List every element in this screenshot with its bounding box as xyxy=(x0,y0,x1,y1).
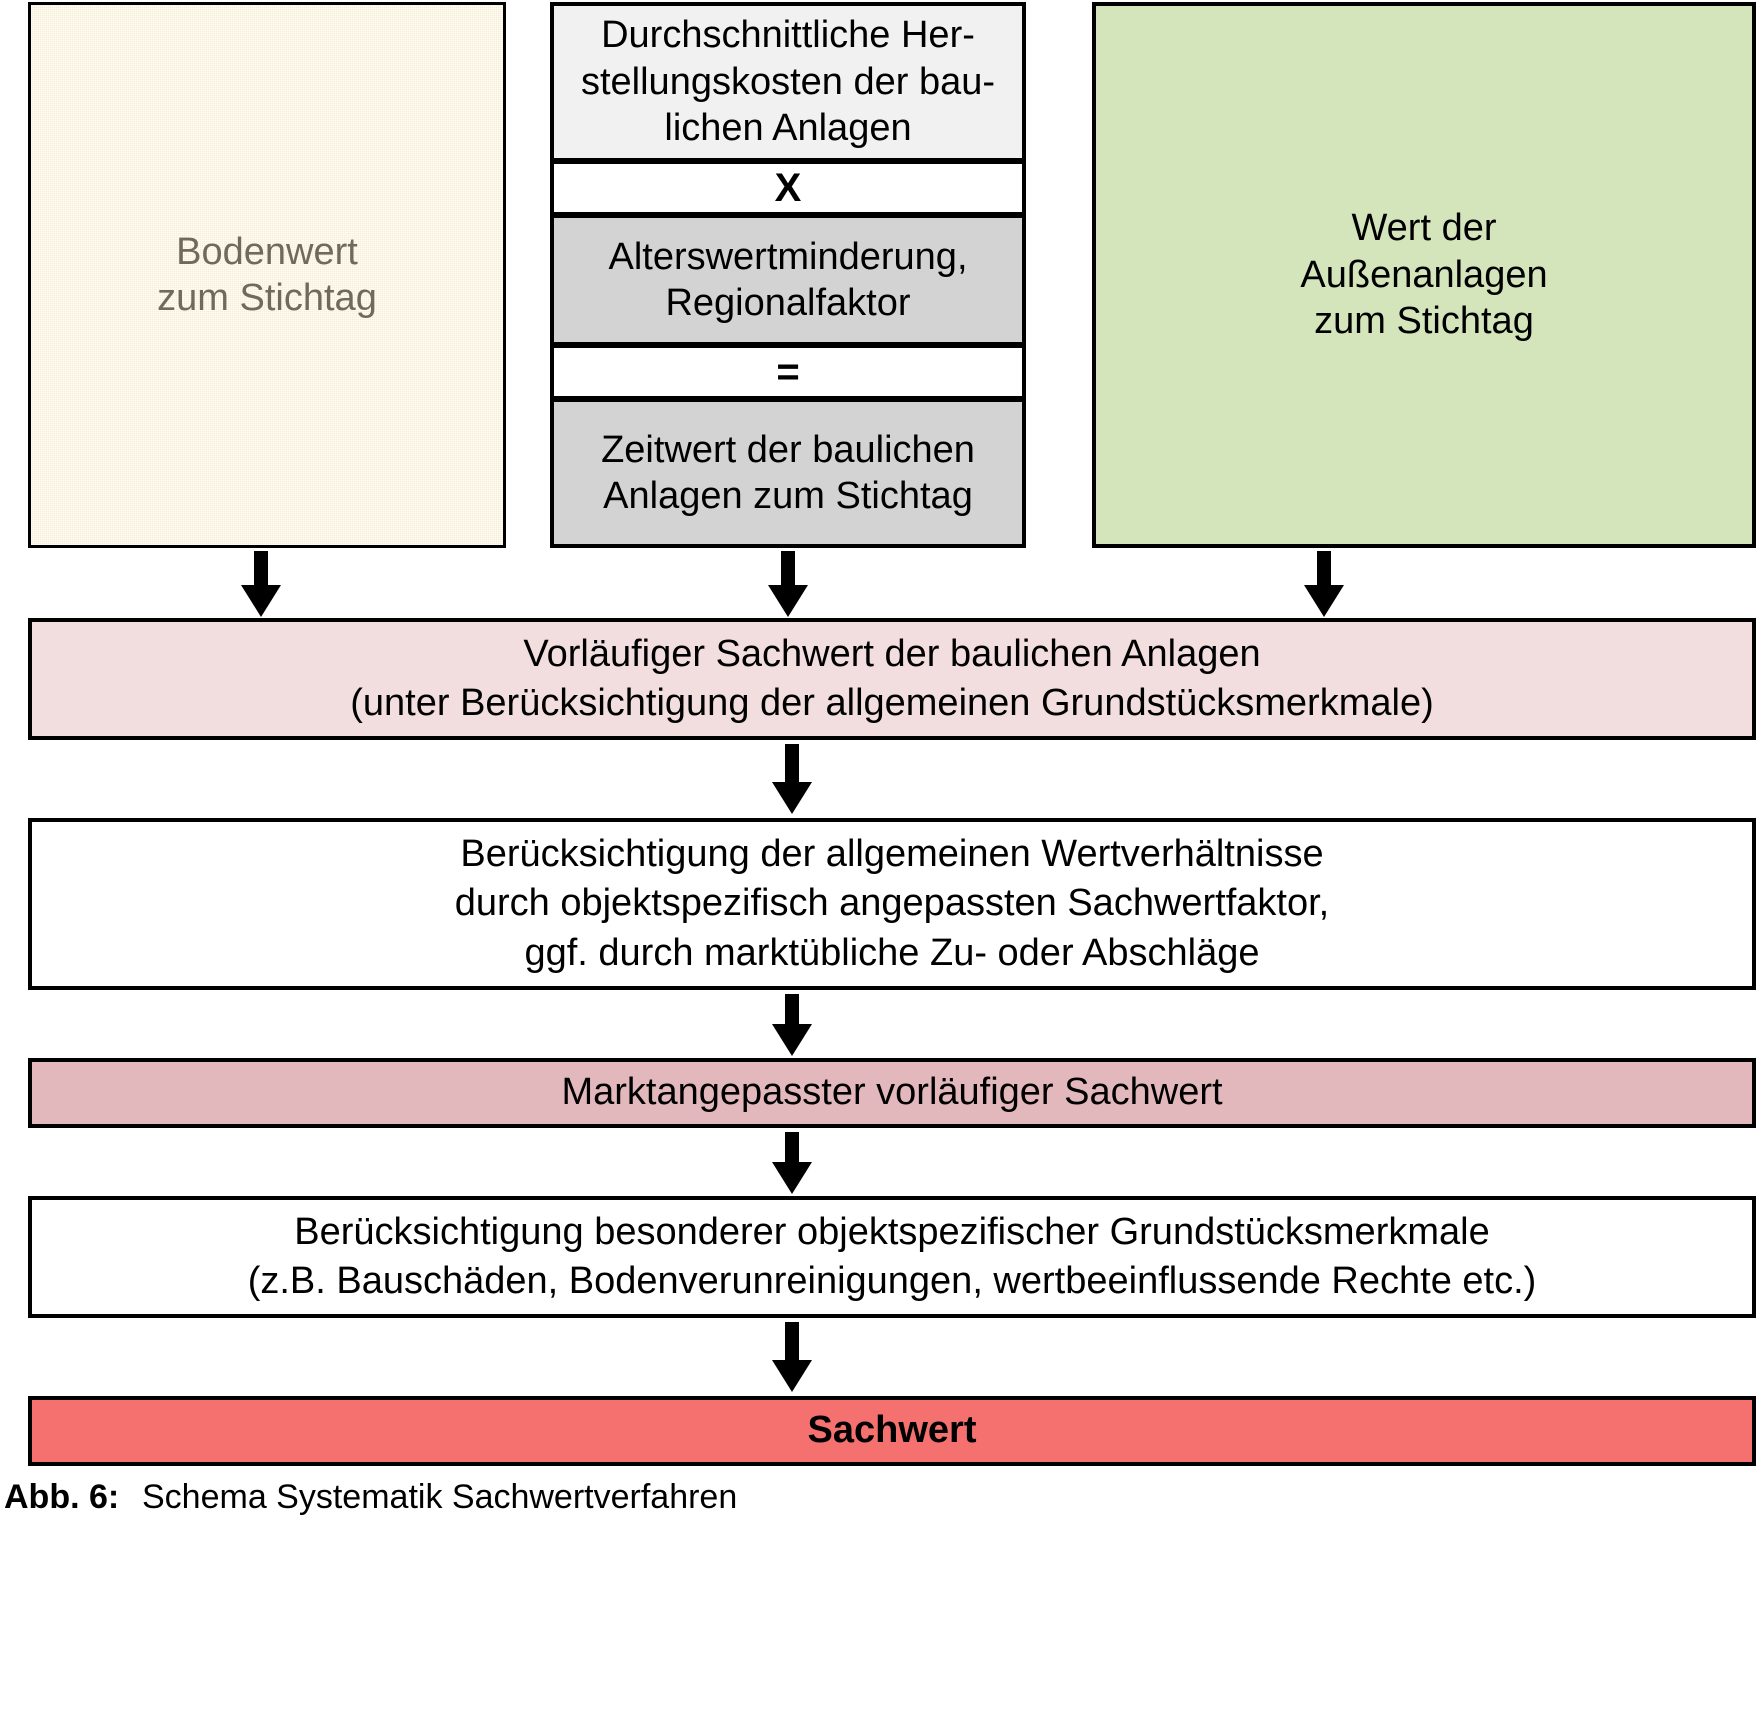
arrow-wertverhaeltnisse-to-marktangepasster xyxy=(772,994,812,1056)
arrow-zeitwert-to-vorlaeufiger-sachwert xyxy=(768,551,808,617)
box-sachwert: Sachwert xyxy=(28,1396,1756,1466)
arrow-marktangepasster-to-besondere-merkmale xyxy=(772,1132,812,1194)
box-wert-der-aussenanlagen: Wert der Außenanlagen zum Stichtag xyxy=(1092,2,1756,548)
operator-equals: = xyxy=(550,344,1026,400)
arrow-aussenanlagen-to-vorlaeufiger-sachwert xyxy=(1304,551,1344,617)
box-bodenwert-zum-stichtag: Bodenwert zum Stichtag xyxy=(28,2,506,548)
box-vorlaeufiger-sachwert: Vorläufiger Sachwert der baulichen Anlag… xyxy=(28,618,1756,740)
box-zeitwert-der-baulichen-anlagen: Zeitwert der baulichen Anlagen zum Stich… xyxy=(550,398,1026,548)
box-beruecksichtigung-besonderer-merkmale: Berücksichtigung besonderer objektspezif… xyxy=(28,1196,1756,1318)
arrow-vorlaeufiger-to-wertverhaeltnisse xyxy=(772,744,812,814)
box-beruecksichtigung-wertverhaeltnisse: Berücksichtigung der allgemeinen Wertver… xyxy=(28,818,1756,990)
figure-caption-label: Abb. 6: xyxy=(4,1478,120,1516)
box-alterswertminderung-regionalfaktor: Alterswertminderung, Regionalfaktor xyxy=(550,214,1026,346)
operator-multiply: X xyxy=(550,160,1026,216)
box-marktangepasster-vorlaeufiger-sachwert: Marktangepasster vorläufiger Sachwert xyxy=(28,1058,1756,1128)
figure-caption: Abb. 6: Schema Systematik Sachwertverfah… xyxy=(4,1478,737,1517)
arrow-bodenwert-to-vorlaeufiger-sachwert xyxy=(241,551,281,617)
arrow-besondere-merkmale-to-sachwert xyxy=(772,1322,812,1392)
figure-caption-text: Schema Systematik Sachwertverfahren xyxy=(142,1478,738,1516)
box-durchschnittliche-herstellungskosten: Durchschnittliche Her- stellungskosten d… xyxy=(550,2,1026,162)
